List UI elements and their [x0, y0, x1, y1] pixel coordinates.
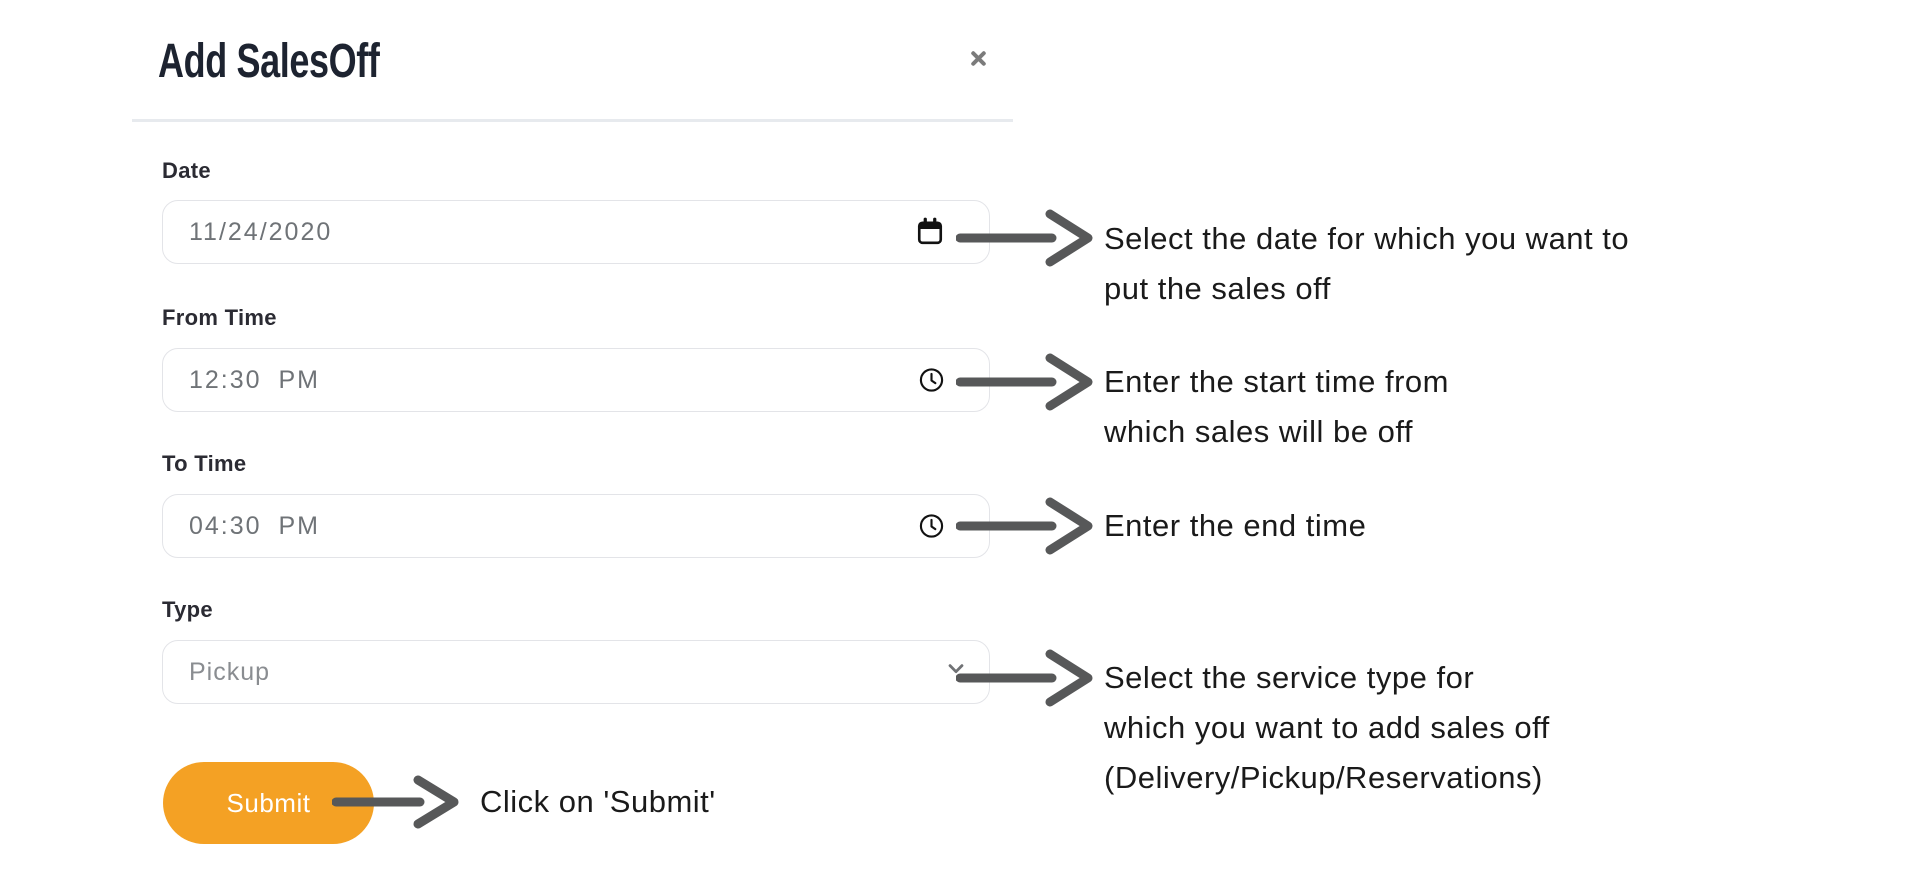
annotation-arrow-date [956, 209, 1093, 267]
type-label: Type [162, 597, 213, 622]
annotation-line: (Delivery/Pickup/Reservations) [1104, 760, 1543, 795]
annotation-line: Select the service type for [1104, 660, 1475, 695]
annotation-arrow-type [956, 649, 1093, 707]
chevron-down-icon[interactable] [943, 656, 969, 682]
from-time-value: 12:30 PM [189, 365, 321, 394]
date-input[interactable]: 11/24/2020 [162, 200, 990, 264]
to-time-value: 04:30 PM [189, 511, 321, 540]
submit-button[interactable]: Submit [163, 762, 374, 844]
annotation-line: Click on 'Submit' [480, 784, 716, 819]
annotation-line: Enter the end time [1104, 508, 1367, 543]
modal-title: Add SalesOff [158, 35, 380, 88]
from-time-input[interactable]: 12:30 PM [162, 348, 990, 412]
annotation-line: which sales will be off [1104, 414, 1414, 449]
date-value: 11/24/2020 [189, 217, 333, 246]
type-value: Pickup [189, 657, 271, 686]
annotation-submit: Click on 'Submit' [480, 777, 716, 827]
to-time-label: To Time [162, 451, 247, 476]
clock-icon[interactable] [918, 513, 945, 540]
annotation-line: put the sales off [1104, 271, 1331, 306]
calendar-icon[interactable] [915, 217, 945, 247]
annotation-arrow-submit [332, 775, 459, 829]
header-divider [132, 119, 1013, 122]
from-time-label: From Time [162, 305, 277, 330]
annotation-line: Enter the start time from [1104, 364, 1449, 399]
annotation-arrow-to-time [956, 497, 1093, 555]
close-icon [970, 50, 986, 66]
annotation-line: Select the date for which you want to [1104, 221, 1630, 256]
annotation-from-time: Enter the start time from which sales wi… [1104, 357, 1449, 457]
annotation-type: Select the service type for which you wa… [1104, 653, 1550, 803]
annotation-to-time: Enter the end time [1104, 501, 1366, 551]
annotation-arrow-from-time [956, 353, 1093, 411]
annotation-date: Select the date for which you want to pu… [1104, 214, 1629, 314]
close-button[interactable] [962, 42, 994, 74]
clock-icon[interactable] [918, 367, 945, 394]
date-label: Date [162, 158, 211, 183]
type-select[interactable]: Pickup [162, 640, 990, 704]
annotation-line: which you want to add sales off [1104, 710, 1550, 745]
to-time-input[interactable]: 04:30 PM [162, 494, 990, 558]
